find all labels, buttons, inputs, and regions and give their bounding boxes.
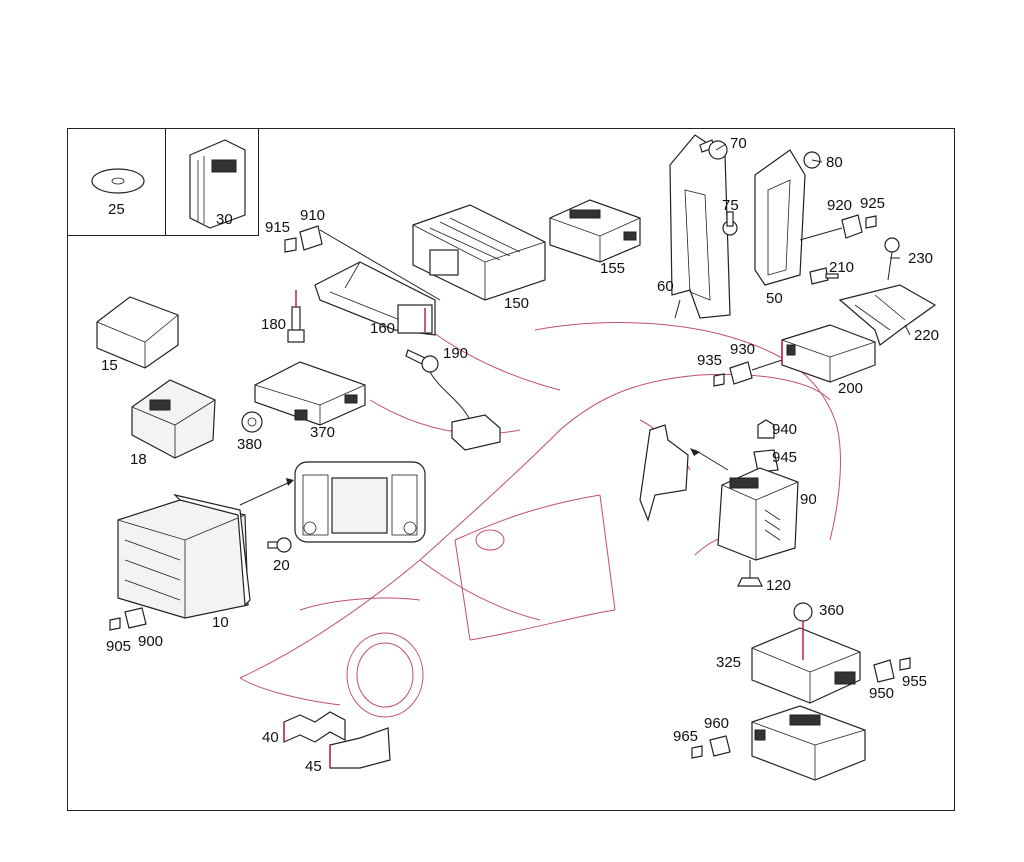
connector-960	[691, 735, 731, 759]
connector-plug	[451, 414, 501, 451]
label-940: 940	[772, 421, 798, 438]
diagram-frame	[67, 128, 955, 811]
bracket-60	[669, 134, 731, 319]
bracket-220	[838, 284, 937, 346]
label-60: 60	[657, 278, 674, 295]
module-155	[549, 199, 641, 263]
module-18	[131, 379, 216, 459]
amplifier-150	[412, 204, 546, 301]
label-220: 220	[914, 327, 940, 344]
pad-40	[283, 711, 346, 743]
connector-920	[799, 214, 877, 241]
connector-940	[753, 419, 779, 485]
bracket-160	[314, 261, 436, 336]
module-15	[96, 296, 179, 369]
label-20: 20	[273, 557, 290, 574]
bolt-230	[884, 237, 900, 281]
label-945: 945	[772, 449, 798, 466]
label-910: 910	[300, 207, 326, 224]
connector-900	[109, 607, 147, 631]
label-190: 190	[443, 345, 469, 362]
screw-20	[267, 537, 292, 553]
screw-210	[809, 267, 839, 285]
manual-box	[165, 128, 259, 236]
connector-910	[284, 225, 441, 301]
label-915: 915	[265, 219, 291, 236]
nut-120	[737, 560, 763, 587]
label-15: 15	[101, 357, 118, 374]
radio-unit-10	[117, 478, 294, 619]
label-965: 965	[673, 728, 699, 745]
connector-950	[873, 657, 911, 683]
label-925: 925	[860, 195, 886, 212]
label-370: 370	[310, 424, 336, 441]
label-955: 955	[902, 673, 928, 690]
unit-50	[754, 149, 806, 286]
mount-bracket	[639, 424, 729, 522]
label-210: 210	[829, 259, 855, 276]
label-70: 70	[730, 135, 747, 152]
label-935: 935	[697, 352, 723, 369]
head-unit-panel	[294, 461, 426, 543]
nut-75	[722, 211, 738, 236]
leader-lines	[715, 143, 911, 336]
nut-380	[241, 411, 263, 433]
label-10: 10	[212, 614, 229, 631]
label-120: 120	[766, 577, 792, 594]
label-180: 180	[261, 316, 287, 333]
label-160: 160	[370, 320, 396, 337]
screw-70	[699, 139, 728, 160]
label-900: 900	[138, 633, 164, 650]
label-905: 905	[106, 638, 132, 655]
label-40: 40	[262, 729, 279, 746]
module-960	[751, 705, 866, 781]
module-370	[254, 361, 366, 426]
label-380: 380	[237, 436, 263, 453]
label-150: 150	[504, 295, 530, 312]
label-18: 18	[130, 451, 147, 468]
connector-930	[713, 359, 783, 387]
label-325: 325	[716, 654, 742, 671]
label-45: 45	[305, 758, 322, 775]
label-360: 360	[819, 602, 845, 619]
label-200: 200	[838, 380, 864, 397]
module-325	[751, 627, 861, 704]
label-155: 155	[600, 260, 626, 277]
bolt-180	[287, 290, 305, 343]
label-80: 80	[826, 154, 843, 171]
label-25: 25	[108, 201, 125, 218]
nut-360	[793, 602, 813, 660]
manual-book	[189, 139, 246, 229]
label-50: 50	[766, 290, 783, 307]
label-950: 950	[869, 685, 895, 702]
label-930: 930	[730, 341, 756, 358]
label-230: 230	[908, 250, 934, 267]
label-960: 960	[704, 715, 730, 732]
screw-190	[405, 349, 471, 421]
pad-45	[329, 727, 391, 769]
label-920: 920	[827, 197, 853, 214]
cd-disc	[91, 168, 145, 194]
label-75: 75	[722, 197, 739, 214]
module-200	[781, 324, 876, 383]
module-90	[717, 467, 799, 561]
label-30: 30	[216, 211, 233, 228]
label-90: 90	[800, 491, 817, 508]
